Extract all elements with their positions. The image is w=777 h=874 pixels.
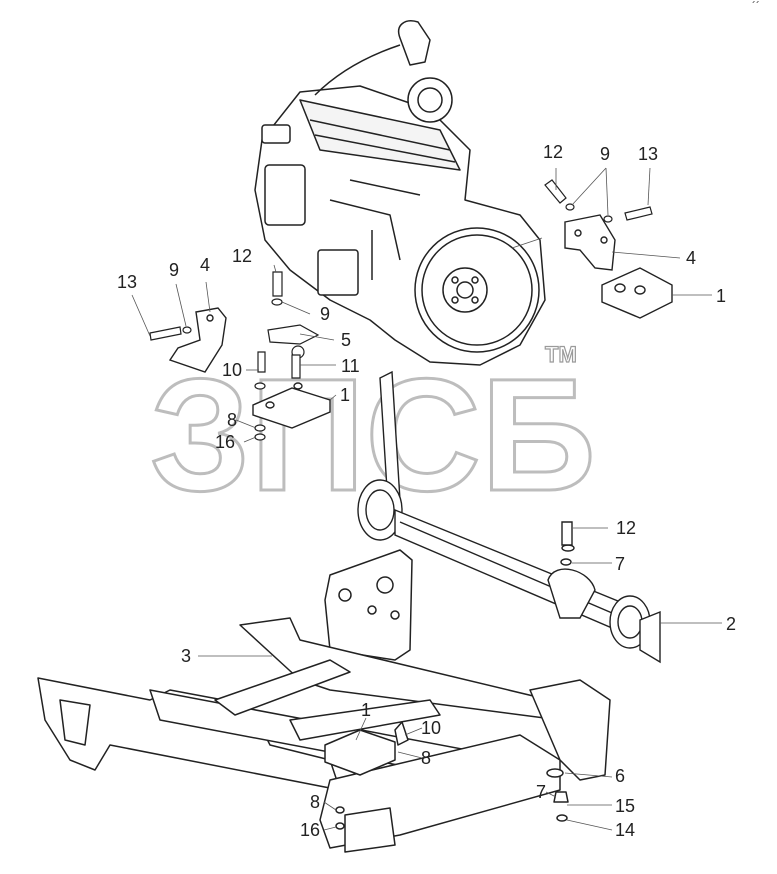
mid-nuts [254, 382, 266, 441]
right-hardware [544, 179, 653, 223]
callout-c-1-mid: 1 [340, 385, 350, 405]
engine-assembly [254, 20, 546, 366]
callout-c-9-top-right: 9 [600, 144, 610, 164]
callout-c-4-left: 4 [200, 255, 210, 275]
callout-c-8-mid: 8 [227, 410, 237, 430]
mid-rubber-pad [252, 382, 331, 429]
callout-c-8-bottom: 8 [421, 748, 431, 768]
callout-c-15-bottom: 15 [615, 796, 635, 816]
callout-c-16-mid: 16 [215, 432, 235, 452]
watermark: ЗПСБ [149, 344, 598, 526]
callout-c-4-right: 4 [686, 248, 696, 268]
subframe [37, 549, 611, 853]
callout-c-13-left: 13 [117, 272, 137, 292]
callout-c-9-mid: 9 [320, 304, 330, 324]
callout-c-1-bottom: 1 [361, 700, 371, 720]
callout-c-2-lower: 2 [726, 614, 736, 634]
callout-c-16-bottom-left: 16 [300, 820, 320, 840]
right-rubber-pad [601, 267, 673, 319]
left-mount-bracket [168, 307, 227, 373]
callout-c-1-right: 1 [716, 286, 726, 306]
callout-c-10-bottom: 10 [421, 718, 441, 738]
leader-lines [131, 167, 722, 831]
callout-c-5-mid: 5 [341, 330, 351, 350]
callout-c-13-top-right: 13 [638, 144, 658, 164]
left-hardware [149, 271, 320, 379]
callout-c-7-lower: 7 [615, 554, 625, 574]
callout-c-12-lower: 12 [616, 518, 636, 538]
callout-c-6-bottom: 6 [615, 766, 625, 786]
callout-c-3-frame: 3 [181, 646, 191, 666]
callout-c-11-mid: 11 [341, 356, 360, 376]
watermark-text: ЗПСБ [150, 345, 596, 524]
callout-c-7-bottom: 7 [536, 782, 546, 802]
callout-c-9-left: 9 [169, 260, 179, 280]
trademark-mark: TM [545, 342, 577, 367]
callout-c-14-bottom: 14 [615, 820, 635, 840]
callout-c-10-mid: 10 [222, 360, 242, 380]
right-mount-bracket [564, 214, 616, 271]
callout-c-8-bottom-left: 8 [310, 792, 320, 812]
callout-c-12-left: 12 [232, 246, 252, 266]
cross-beam [357, 370, 661, 664]
corner-mark: ´´ [752, 0, 760, 13]
callout-c-12-top-right: 12 [543, 142, 563, 162]
